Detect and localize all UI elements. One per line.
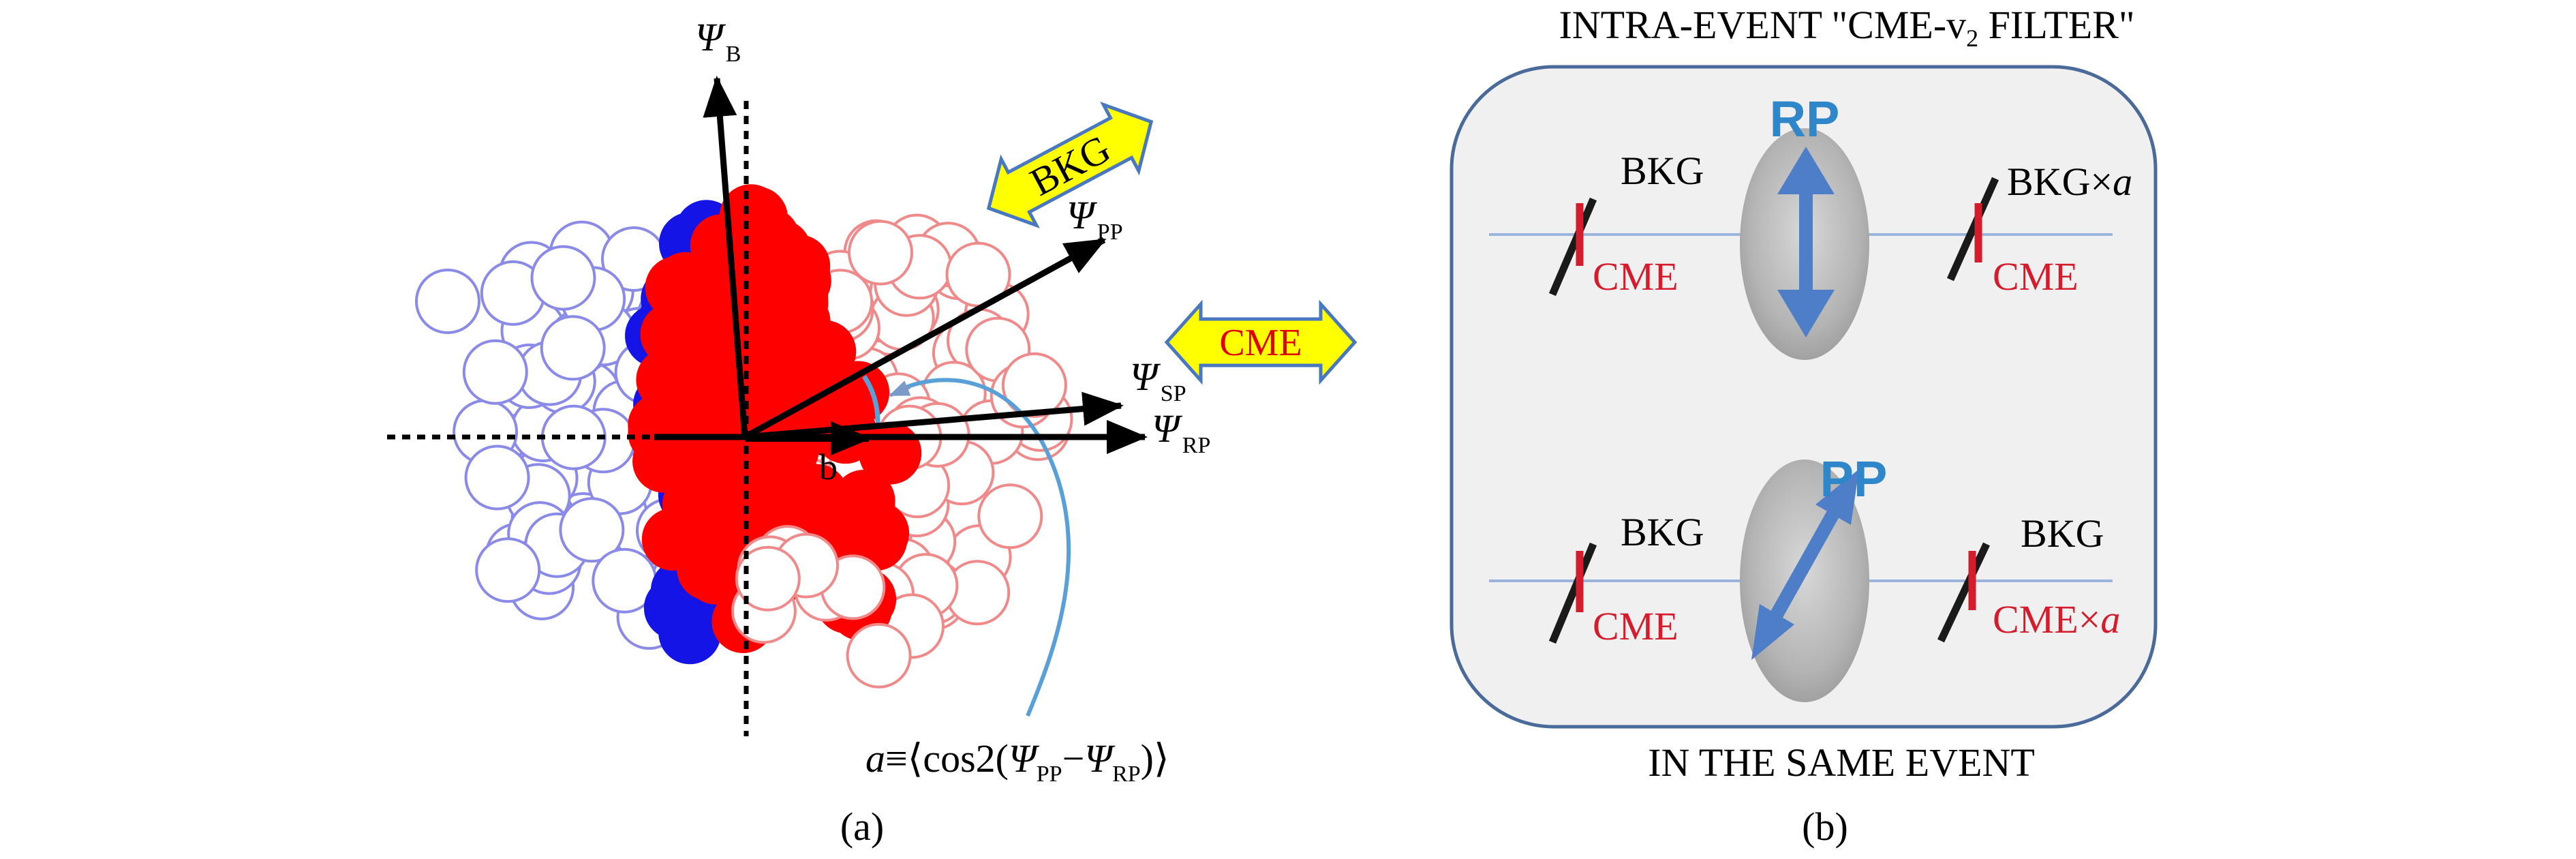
- caption-a: (a): [840, 804, 884, 849]
- participant-disc-red: [767, 290, 831, 353]
- spectator-disc-blue: [415, 269, 480, 334]
- pp-label: PP: [1820, 451, 1888, 507]
- bottom-right-bkg-slash: [1937, 542, 1990, 643]
- participant-disc-red: [742, 230, 806, 293]
- spectator-disc-blue: [462, 339, 528, 405]
- spectator-disc-red: [848, 220, 913, 286]
- spectator-disc-blue: [464, 444, 530, 511]
- cme-tag-text: CME: [1219, 322, 1302, 364]
- spectator-disc-blue: [559, 497, 625, 563]
- pp-double-arrow: [1769, 508, 1841, 620]
- pp-arrowhead-top: [1815, 469, 1859, 525]
- formula-pointer-arrowhead: [889, 380, 911, 397]
- psi-rp-subscript: RP: [1182, 433, 1211, 458]
- participant-disc-red: [754, 462, 817, 526]
- participant-disc-red: [628, 401, 691, 464]
- rp-arrowhead-down: [1777, 290, 1835, 337]
- psi-pp-vector: [743, 237, 1107, 440]
- psi-sp-vector: [744, 391, 1124, 440]
- spectator-disc-red: [1001, 352, 1067, 418]
- participant-disc-red: [859, 421, 922, 485]
- psi-b-subscript: B: [726, 42, 741, 67]
- psi-pp-subscript: PP: [1097, 220, 1123, 245]
- participant-disc-red: [814, 494, 878, 558]
- top-right-bkg-slash: [1946, 177, 1999, 282]
- formula-text: a≡⟨cos2(ΨPP−ΨRP)⟩: [865, 736, 1169, 787]
- angle-arc: [862, 375, 880, 429]
- spectator-disc-blue: [475, 537, 541, 603]
- impact-parameter-label: b: [819, 447, 838, 487]
- top-right-cme-label: CME: [1993, 254, 2079, 299]
- rp-arrowhead-up: [1777, 147, 1835, 194]
- psi-b-vector: [703, 76, 748, 438]
- spectator-disc-blue: [540, 315, 606, 381]
- top-left-bkg-slash: [1548, 197, 1597, 297]
- participant-disc-red: [675, 428, 739, 492]
- spectator-disc-red: [735, 545, 801, 612]
- top-right-bkg-label: BKG×a: [2007, 160, 2132, 204]
- panel-b-title: INTRA-EVENT "CME-v2 FILTER": [1559, 3, 2134, 52]
- rp-label: RP: [1770, 91, 1840, 147]
- formula-pointer-curve: [902, 378, 1071, 717]
- cme-double-arrow-tag: CME: [1164, 299, 1358, 385]
- bottom-right-cme-label: CME×a: [1993, 597, 2120, 642]
- top-left-bkg-label: BKG: [1621, 149, 1704, 193]
- participant-disc-red: [720, 302, 783, 365]
- top-left-cme-label: CME: [1593, 254, 1678, 299]
- psi-sp-subscript: SP: [1161, 381, 1186, 406]
- pp-arrowhead-bottom: [1751, 604, 1794, 660]
- bottom-left-bkg-label: BKG: [1621, 510, 1704, 554]
- caption-b: (b): [1802, 804, 1848, 849]
- bottom-left-bkg-slash: [1548, 542, 1597, 644]
- panel-b-bottom-text: IN THE SAME EVENT: [1648, 740, 2035, 785]
- bottom-right-bkg-label: BKG: [2021, 511, 2104, 556]
- spectator-disc-red: [846, 622, 912, 689]
- spectator-disc-blue: [530, 245, 596, 311]
- spectator-disc-red: [977, 483, 1043, 549]
- bottom-left-cme-label: CME: [1593, 604, 1678, 648]
- panel-b: INTRA-EVENT "CME-v2 FILTER" RP BKG CME B…: [1450, 3, 2158, 849]
